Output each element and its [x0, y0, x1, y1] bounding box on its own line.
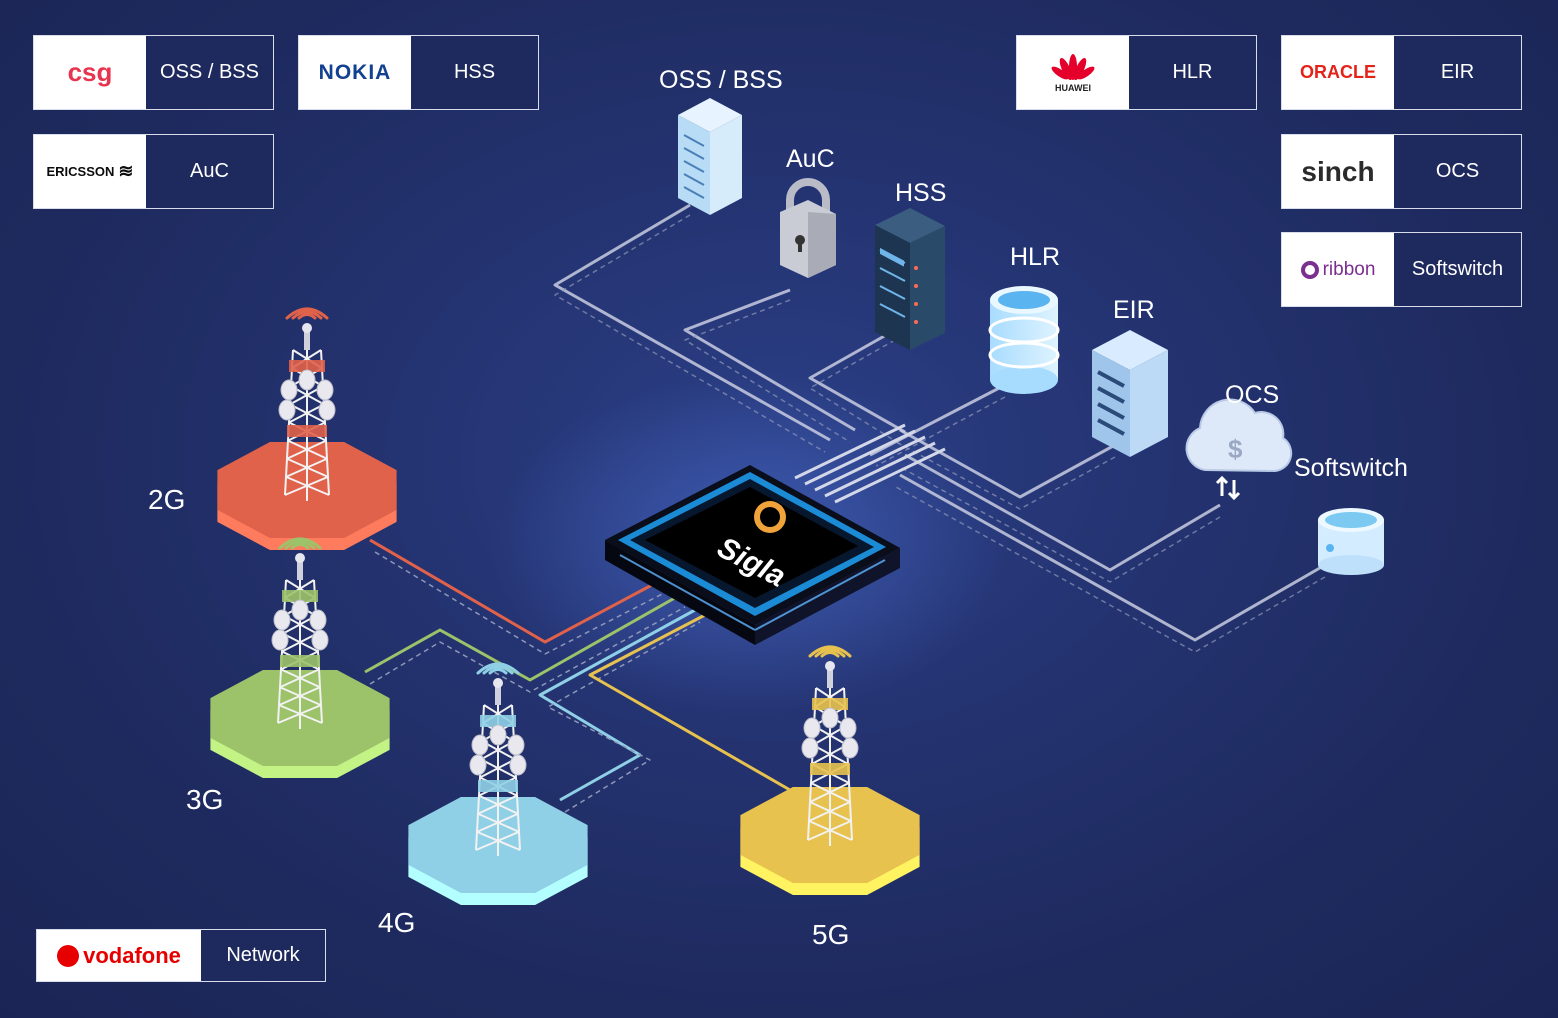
dish-icon — [298, 369, 316, 391]
eir-server-icon — [1092, 330, 1168, 457]
vendor-role: OSS / BSS — [146, 36, 273, 109]
vendor-box-csg: csg OSS / BSS — [33, 35, 274, 110]
vendor-role: HSS — [411, 36, 538, 109]
vendor-box-ribbon: ribbon Softswitch — [1281, 232, 1522, 307]
dish-icon — [489, 724, 507, 746]
label-auc: AuC — [786, 145, 835, 173]
label-eir: EIR — [1113, 296, 1155, 324]
label-oss-bss: OSS / BSS — [659, 66, 783, 94]
signal-icon — [285, 307, 329, 320]
backbone-lines — [553, 203, 1326, 653]
dish-icon — [271, 629, 289, 651]
tower-band — [480, 715, 516, 727]
label-ocs: OCS — [1225, 381, 1280, 409]
dish-icon — [291, 599, 309, 621]
ericsson-logo: ERICSSON ≋ — [34, 135, 146, 208]
dish-icon — [278, 399, 296, 421]
vendor-box-nokia: NOKIA HSS — [298, 35, 539, 110]
dish-icon — [280, 379, 298, 401]
tower-band — [810, 763, 850, 775]
antenna-icon — [827, 666, 833, 688]
vodafone-mark-icon — [57, 944, 80, 967]
oss-bss-server-icon — [678, 98, 742, 215]
tower-g4 — [408, 662, 588, 905]
tower-lines — [364, 538, 791, 813]
dish-icon — [471, 734, 489, 756]
vendor-role: AuC — [146, 135, 273, 208]
sinch-logo: sinch — [1282, 135, 1394, 208]
label-hss: HSS — [895, 179, 947, 207]
signal-icon — [476, 662, 520, 675]
ribbon-mark-icon — [1300, 260, 1319, 279]
antenna-tip — [825, 661, 835, 671]
label-2g: 2G — [148, 484, 186, 515]
vodafone-logo: vodafone — [37, 930, 201, 981]
vendor-box-oracle: ORACLE EIR — [1281, 35, 1522, 110]
antenna-tip — [493, 678, 503, 688]
hlr-database-icon — [988, 286, 1060, 394]
nokia-logo: NOKIA — [299, 36, 411, 109]
vendor-role: HLR — [1129, 36, 1256, 109]
label-4g: 4G — [378, 907, 416, 938]
ocs-dollar-icon: $ — [1228, 434, 1243, 464]
vendor-role: OCS — [1394, 135, 1521, 208]
vendor-role: Softswitch — [1394, 233, 1521, 306]
vendor-box-ericsson: ERICSSON ≋ AuC — [33, 134, 274, 209]
tower-mast — [277, 579, 323, 729]
dish-icon — [311, 629, 329, 651]
dish-icon — [273, 609, 291, 631]
vendor-role: Network — [201, 930, 325, 981]
tower-band — [478, 780, 518, 792]
vendor-box-sinch: sinch OCS — [1281, 134, 1522, 209]
antenna-icon — [297, 558, 303, 580]
tower-band — [812, 698, 848, 710]
dish-icon — [316, 379, 334, 401]
tower-g3 — [210, 537, 390, 778]
huawei-flower-icon — [1051, 53, 1095, 80]
label-softswitch: Softswitch — [1294, 454, 1408, 482]
tower-band — [282, 590, 318, 602]
tower-band — [280, 655, 320, 667]
vendor-box-huawei: HUAWEI HLR — [1016, 35, 1257, 110]
vendor-box-vodafone: vodafone Network — [36, 929, 326, 982]
antenna-icon — [495, 683, 501, 705]
dish-icon — [803, 717, 821, 739]
tower-band — [289, 360, 325, 372]
antenna-icon — [304, 328, 310, 350]
dish-icon — [821, 707, 839, 729]
ericsson-mark-icon: ≋ — [118, 161, 134, 181]
vendor-role: EIR — [1394, 36, 1521, 109]
csg-logo: csg — [34, 36, 146, 109]
oracle-logo: ORACLE — [1282, 36, 1394, 109]
auc-lock-icon — [780, 178, 836, 278]
label-3g: 3G — [186, 784, 224, 815]
dish-icon — [839, 717, 857, 739]
hss-rack-icon — [875, 208, 945, 350]
label-5g: 5G — [812, 919, 850, 950]
signal-icon — [278, 537, 322, 550]
label-hlr: HLR — [1010, 243, 1061, 271]
tower-g2 — [217, 307, 397, 550]
ribbon-logo: ribbon — [1282, 233, 1394, 306]
ocs-cloud-icon: $ — [1185, 398, 1293, 501]
sigla-chip: Sigla — [605, 465, 900, 645]
huawei-logo: HUAWEI — [1017, 36, 1129, 109]
dish-icon — [309, 609, 327, 631]
signal-icon — [808, 645, 852, 658]
dish-icon — [318, 399, 336, 421]
softswitch-device-icon — [1318, 508, 1384, 575]
antenna-tip — [302, 323, 312, 333]
dish-icon — [841, 737, 859, 759]
dish-icon — [507, 734, 525, 756]
dish-icon — [509, 754, 527, 776]
dish-icon — [801, 737, 819, 759]
tower-band — [287, 425, 327, 437]
dish-icon — [469, 754, 487, 776]
antenna-tip — [295, 553, 305, 563]
tower-g5 — [740, 645, 920, 895]
